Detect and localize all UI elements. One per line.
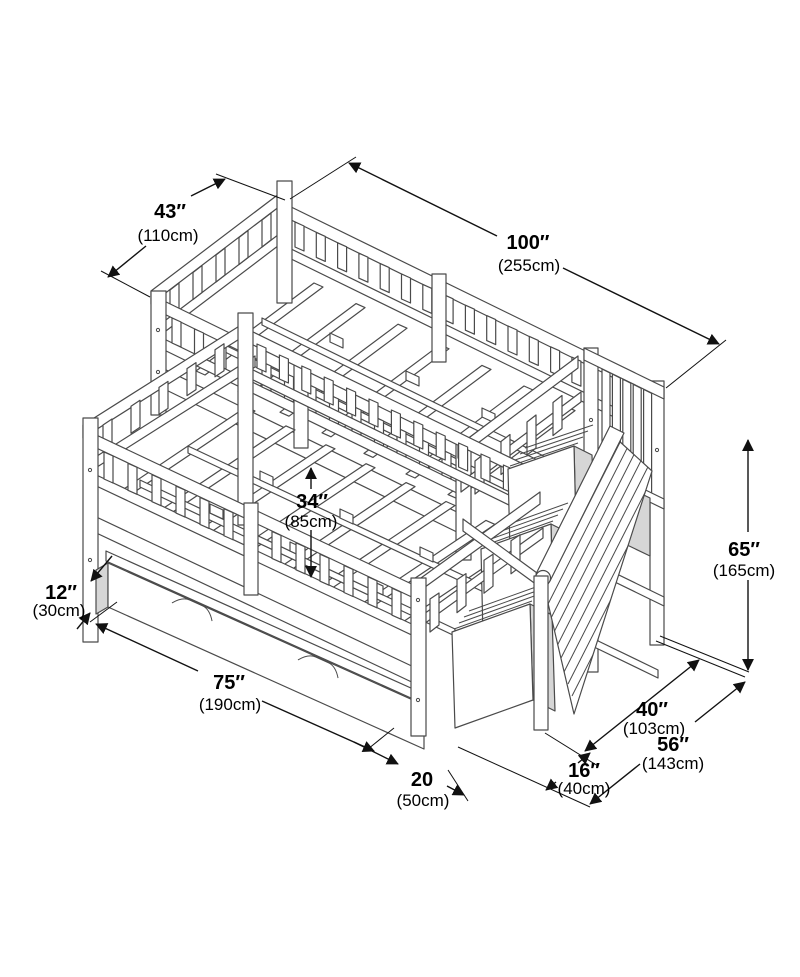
dim-56 [589,681,746,805]
stair-handrail [533,425,625,731]
dim-100 [289,156,727,389]
dim-56-inches-label: 56″ [657,734,689,756]
floor-extension-line [655,635,750,678]
trundle-handle [171,598,213,622]
dim-75-cm-label: (190cm) [199,695,261,714]
dimension-annotations: 43″ (110cm) 100″ (255cm) 34″ (85cm) 12″ … [33,156,775,810]
dim-20-inches-label: 20 [411,769,433,791]
dim-40-cm-label: (103cm) [623,719,685,738]
dim-20 [353,741,469,802]
dim-12-cm-label: (30cm) [33,601,86,620]
bottom-bunk-footboard [410,491,544,737]
dim-34-inches-label: 34″ [296,491,328,513]
dim-12-inches-label: 12″ [45,582,77,604]
dim-40-inches-label: 40″ [636,699,668,721]
dim-56-cm-label: (143cm) [642,754,704,773]
dim-65-cm-label: (165cm) [713,561,775,580]
staircase [410,424,653,737]
top-bunk-footboard [457,355,582,495]
bottom-bunk [82,312,561,686]
dim-43 [100,173,286,298]
dim-16-inches-label: 16″ [568,760,600,782]
dim-34-cm-label: (85cm) [285,512,338,531]
dim-20-cm-label: (50cm) [397,791,450,810]
dim-75-inches-label: 75″ [213,672,245,694]
dim-43-cm-label: (110cm) [137,226,198,245]
dim-16-cm-label: (40cm) [558,779,611,798]
bottom-bunk-front-guard-rail [82,417,421,686]
bottom-bunk-headboard [82,312,256,526]
dim-100-inches-label: 100″ [507,232,550,254]
dim-65-inches-label: 65″ [728,539,760,561]
trundle-handle [297,655,339,679]
stair-front-post [533,575,549,731]
dim-43-inches-label: 43″ [154,201,186,223]
dim-100-cm-label: (255cm) [498,256,560,275]
dim-16 [457,732,599,808]
dim-40 [584,659,700,752]
dim-12 [76,555,113,630]
